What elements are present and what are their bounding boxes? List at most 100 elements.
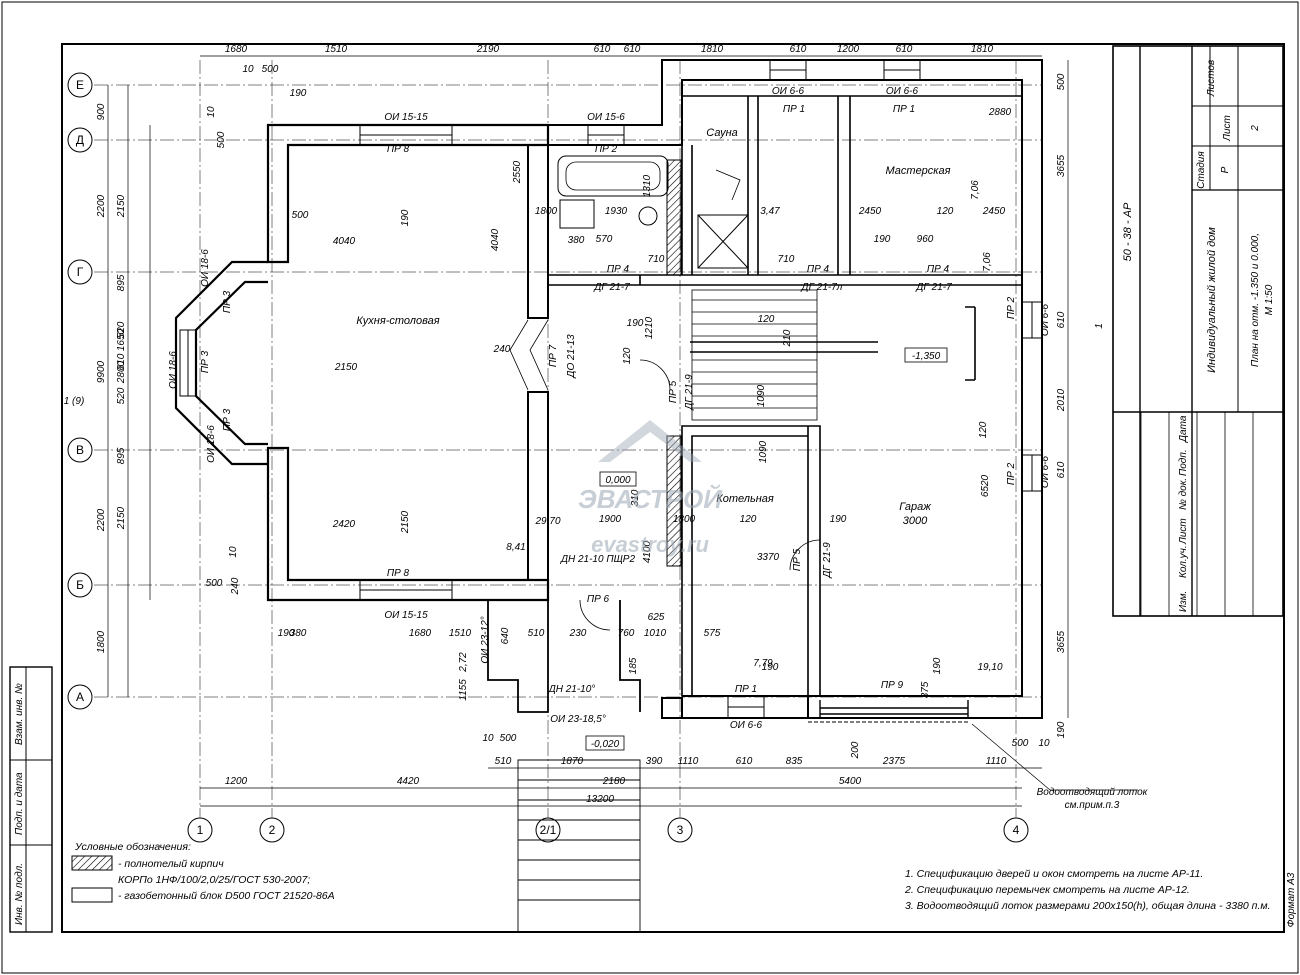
dim-bottom-total: 13200 (586, 794, 614, 805)
dim-misc: 6520 (980, 474, 991, 497)
axis-number: 4 (1013, 823, 1020, 837)
stage-value: Р (1220, 166, 1231, 173)
dim-top: 610 (624, 44, 641, 55)
room-boiler: Котельная (716, 493, 774, 505)
label-do21-13: ДО 21-13 (566, 334, 577, 379)
change-header-2: Лист (1178, 518, 1189, 545)
label-pr1-a: ПР 1 (783, 104, 805, 115)
label-section-mark: 1 (9) (64, 396, 85, 407)
inner-frame (61, 43, 1285, 933)
label-dg21-7a: ДГ 21-7 (593, 282, 630, 293)
dimension-lines (107, 55, 1069, 807)
label-pr3-a: ПР 3 (222, 290, 233, 313)
room-sauna: Сауна (706, 127, 738, 139)
axis-bubble-number (535, 817, 561, 843)
dim-misc: 500 (292, 210, 309, 221)
label-oi23-12: ОИ 23-12° (480, 616, 491, 663)
dim-misc: 625 (648, 612, 665, 623)
dim-misc: 2420 (332, 519, 356, 530)
dim-misc: 10 (242, 64, 254, 75)
label-pr4-b: ПР 4 (807, 264, 830, 275)
axis-bubble-number (1003, 817, 1029, 843)
dim-misc: 7,06 (982, 252, 993, 272)
dim-misc: 120 (622, 347, 633, 364)
dim-top: 2190 (476, 44, 500, 55)
washbasin (559, 199, 595, 229)
dim-misc: 960 (917, 234, 934, 245)
dim-bottom-b: 1200 (225, 776, 248, 787)
dim-misc: 500 (1012, 738, 1029, 749)
axis-bubble-letter (67, 72, 93, 98)
dim-bottom-b: 4420 (397, 776, 420, 787)
dim-top: 610 (594, 44, 611, 55)
dim-right: 500 (1056, 73, 1067, 90)
label-oi6-6-bot: ОИ 6-6 (730, 720, 763, 731)
service-block-walls (548, 59, 1043, 719)
dim-bottom-a: 1870 (561, 756, 584, 767)
label-oi-15-15-top: ОИ 15-15 (384, 112, 428, 123)
sheet-value: 2 (1250, 125, 1261, 132)
dim-misc: 10 (482, 733, 494, 744)
dim-misc: 1010 (644, 628, 667, 639)
axis-letter: Б (76, 578, 84, 592)
garage-gate (819, 700, 969, 718)
label-pr3-c: ПР 3 (222, 408, 233, 431)
label-pr6: ПР 6 (587, 594, 610, 605)
sauna-stove (697, 214, 749, 269)
label-oi-15-15-bot: ОИ 15-15 (384, 610, 428, 621)
dim-right: 610 (1056, 461, 1067, 478)
label-tray-ref: см.прим.п.3 (1065, 800, 1120, 811)
dim-misc: 2450 (858, 206, 882, 217)
dim-misc: 190 (627, 318, 644, 329)
dim-left-outer: 2200 (96, 508, 107, 532)
label-dg21-9a: ДГ 21-9 (684, 374, 695, 411)
dim-top: 610 (790, 44, 807, 55)
change-header-4: Подп. (1178, 449, 1189, 476)
change-header-1: Кол.уч. (1178, 545, 1189, 578)
dim-misc: 640 (500, 627, 511, 644)
dim-left-inner: 2800 (116, 360, 127, 384)
label-pr8-top: ПР 8 (387, 144, 410, 155)
dim-left-outer: 1800 (96, 630, 107, 653)
legend-brick-label: - полнотелый кирпич (118, 858, 224, 870)
dim-misc: 8,41 (506, 542, 525, 553)
dim-left-outer: 2200 (96, 194, 107, 218)
dim-misc: 310 (630, 489, 641, 506)
label-pr2-top: ПР 2 (595, 144, 618, 155)
dim-misc: 760 (618, 628, 635, 639)
sheet-scale: М 1:50 (1264, 284, 1275, 315)
dim-misc: 240 (230, 577, 241, 595)
dim-left-inner: 520 (116, 321, 127, 338)
note-1: 1. Спецификацию дверей и окон смотреть н… (905, 868, 1203, 880)
dim-left-inner: 610 (116, 353, 127, 370)
dim-misc: 1155 (458, 679, 469, 701)
dim-misc: 4100 (642, 540, 653, 563)
dim-bottom-a: 1110 (986, 756, 1007, 767)
dim-misc: 710 (778, 254, 795, 265)
label-tray: Водоотводящий лоток (1037, 787, 1149, 798)
level-porch: -0,020 (591, 739, 620, 750)
dim-misc: 510 (528, 628, 545, 639)
dim-misc: 190 (290, 88, 307, 99)
label-pr1-bot: ПР 1 (735, 684, 757, 695)
dim-misc: 380 (290, 628, 307, 639)
dim-misc: 4040 (490, 228, 501, 251)
porch (487, 600, 641, 713)
dim-misc: 230 (569, 628, 587, 639)
dim-misc: 575 (704, 628, 721, 639)
label-pr1-b: ПР 1 (893, 104, 915, 115)
dim-right: 610 (1056, 311, 1067, 328)
label-dn21-10b: ДН 21-10° (548, 684, 596, 695)
dim-top: 1810 (971, 44, 994, 55)
label-pr8-bot: ПР 8 (387, 568, 410, 579)
dim-misc: 190 (830, 514, 847, 525)
dim-misc: 570 (596, 234, 613, 245)
dim-misc: 185 (628, 657, 639, 674)
dim-left-inner: 895 (116, 447, 127, 464)
level-main: 0,000 (605, 475, 630, 486)
sheets-header: Листов (1206, 60, 1217, 97)
level-marks: -1,350 0,000 -0,020 (585, 347, 948, 751)
watermark: ЭВАСТРОЙ evastroy.ru (578, 420, 723, 557)
